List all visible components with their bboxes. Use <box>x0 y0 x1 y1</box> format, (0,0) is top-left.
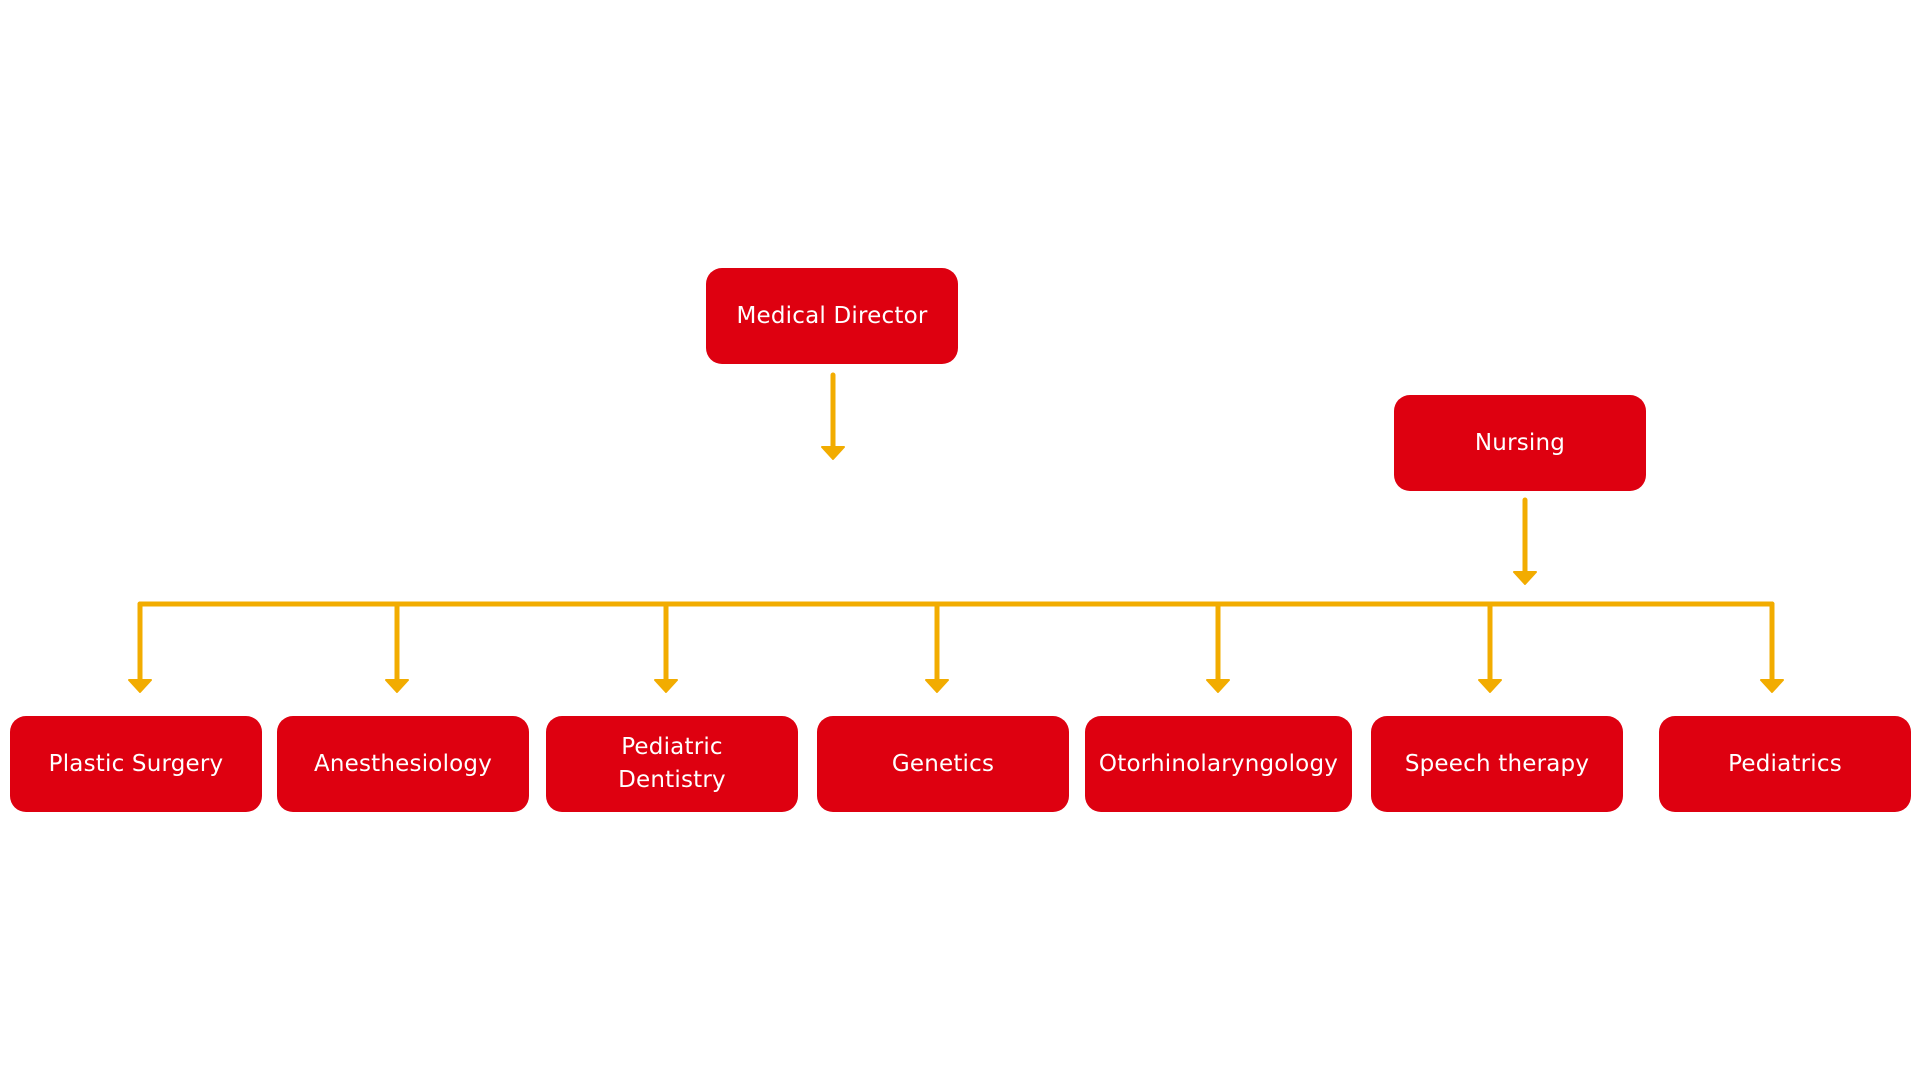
arrowhead-anesthesiology <box>385 679 409 693</box>
nursing-arrowhead <box>1513 571 1537 585</box>
arrowhead-pediatric-dentistry <box>654 679 678 693</box>
department-label: Pediatrics <box>1728 750 1842 777</box>
department-anesthesiology: Anesthesiology <box>277 716 529 812</box>
nursing-box: Nursing <box>1394 395 1646 491</box>
arrowhead-pediatrics <box>1760 679 1784 693</box>
department-plastic-surgery: Plastic Surgery <box>10 716 262 812</box>
department-otorhinolaryngology: Otorhinolaryngology <box>1085 716 1352 812</box>
medical-director-label: Medical Director <box>736 302 928 329</box>
department-speech-therapy: Speech therapy <box>1371 716 1623 812</box>
department-label: Anesthesiology <box>313 750 493 777</box>
nursing-label: Nursing <box>1474 429 1566 456</box>
arrowhead-genetics <box>925 679 949 693</box>
department-label: Otorhinolaryngology <box>1098 750 1339 777</box>
department-label: Plastic Surgery <box>48 750 224 777</box>
arrowhead-speech-therapy <box>1478 679 1502 693</box>
director-arrowhead <box>821 446 845 460</box>
department-genetics: Genetics <box>817 716 1069 812</box>
arrowhead-plastic-surgery <box>128 679 152 693</box>
medical-director-box: Medical Director <box>706 268 958 364</box>
department-label: Genetics <box>891 750 995 777</box>
department-label: Pediatric Dentistry <box>618 734 726 793</box>
arrowhead-otorhinolaryngology <box>1206 679 1230 693</box>
department-label: Speech therapy <box>1404 750 1590 777</box>
department-pediatrics: Pediatrics <box>1659 716 1911 812</box>
department-pediatric-dentistry: Pediatric Dentistry <box>546 716 798 812</box>
